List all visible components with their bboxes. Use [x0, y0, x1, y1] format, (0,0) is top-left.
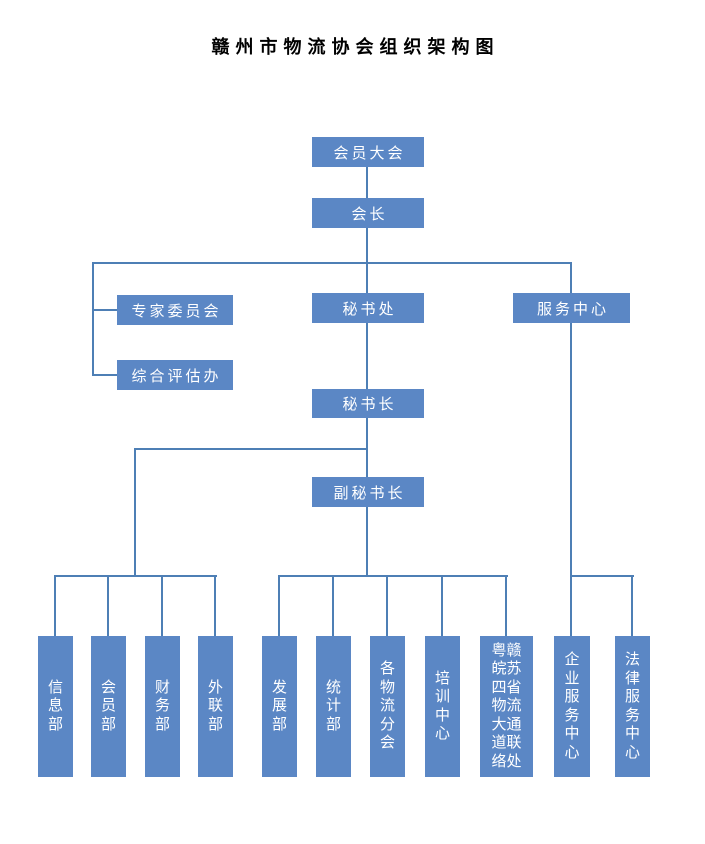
- node-member-assembly: 会员大会: [312, 137, 424, 167]
- connector-line: [631, 575, 633, 636]
- node-information-dept-label: 信息部: [47, 678, 63, 733]
- connector-line: [54, 575, 217, 577]
- connector-line: [92, 309, 118, 311]
- connector-line: [441, 575, 443, 636]
- node-training-center: 培训中心: [425, 636, 460, 777]
- connector-line: [366, 418, 368, 477]
- node-secretary-general: 秘书长: [312, 389, 424, 418]
- node-four-province-liaison-office-label: 粤赣皖苏四省物流大通道联络处: [491, 641, 522, 770]
- connector-line: [214, 575, 216, 636]
- connector-line: [54, 575, 56, 636]
- connector-line: [92, 262, 94, 376]
- connector-line: [386, 575, 388, 636]
- node-president: 会长: [312, 198, 424, 228]
- node-external-liaison-dept: 外联部: [198, 636, 233, 777]
- connector-line: [278, 575, 280, 636]
- connector-line: [332, 575, 334, 636]
- node-enterprise-service-center: 企业服务中心: [554, 636, 590, 777]
- connector-line: [505, 575, 507, 636]
- node-legal-service-center-label: 法律服务中心: [624, 651, 640, 761]
- node-evaluation-office: 综合评估办: [117, 360, 233, 390]
- connector-line: [366, 323, 368, 389]
- connector-line: [161, 575, 163, 636]
- node-development-dept-label: 发展部: [271, 678, 287, 733]
- node-logistics-branches-label: 各物流分会: [379, 660, 395, 752]
- node-service-center: 服务中心: [513, 293, 630, 323]
- node-deputy-secretary-general: 副秘书长: [312, 477, 424, 507]
- connector-line: [570, 264, 572, 293]
- node-expert-committee: 专家委员会: [117, 295, 233, 325]
- connector-line: [366, 264, 368, 293]
- node-statistics-dept-label: 统计部: [325, 678, 341, 733]
- node-information-dept: 信息部: [38, 636, 73, 777]
- connector-line: [107, 575, 109, 636]
- page-title: 赣州市物流协会组织架构图: [211, 37, 500, 57]
- connector-line: [92, 374, 118, 376]
- node-finance-dept: 财务部: [145, 636, 180, 777]
- node-four-province-liaison-office: 粤赣皖苏四省物流大通道联络处: [480, 636, 533, 777]
- node-secretariat: 秘书处: [312, 293, 424, 323]
- connector-line: [570, 323, 572, 636]
- node-membership-dept: 会员部: [91, 636, 126, 777]
- connector-line: [570, 575, 634, 577]
- connector-line: [278, 575, 508, 577]
- node-logistics-branches: 各物流分会: [370, 636, 405, 777]
- connector-line: [92, 262, 572, 264]
- node-training-center-label: 培训中心: [434, 669, 450, 743]
- connector-line: [134, 448, 368, 450]
- node-statistics-dept: 统计部: [316, 636, 351, 777]
- node-finance-dept-label: 财务部: [154, 678, 170, 733]
- node-external-liaison-dept-label: 外联部: [207, 678, 223, 733]
- connector-line: [366, 228, 368, 264]
- node-membership-dept-label: 会员部: [100, 678, 116, 733]
- node-enterprise-service-center-label: 企业服务中心: [564, 651, 580, 761]
- connector-line: [134, 448, 136, 577]
- node-legal-service-center: 法律服务中心: [615, 636, 650, 777]
- connector-line: [366, 507, 368, 577]
- node-development-dept: 发展部: [262, 636, 297, 777]
- connector-line: [366, 166, 368, 198]
